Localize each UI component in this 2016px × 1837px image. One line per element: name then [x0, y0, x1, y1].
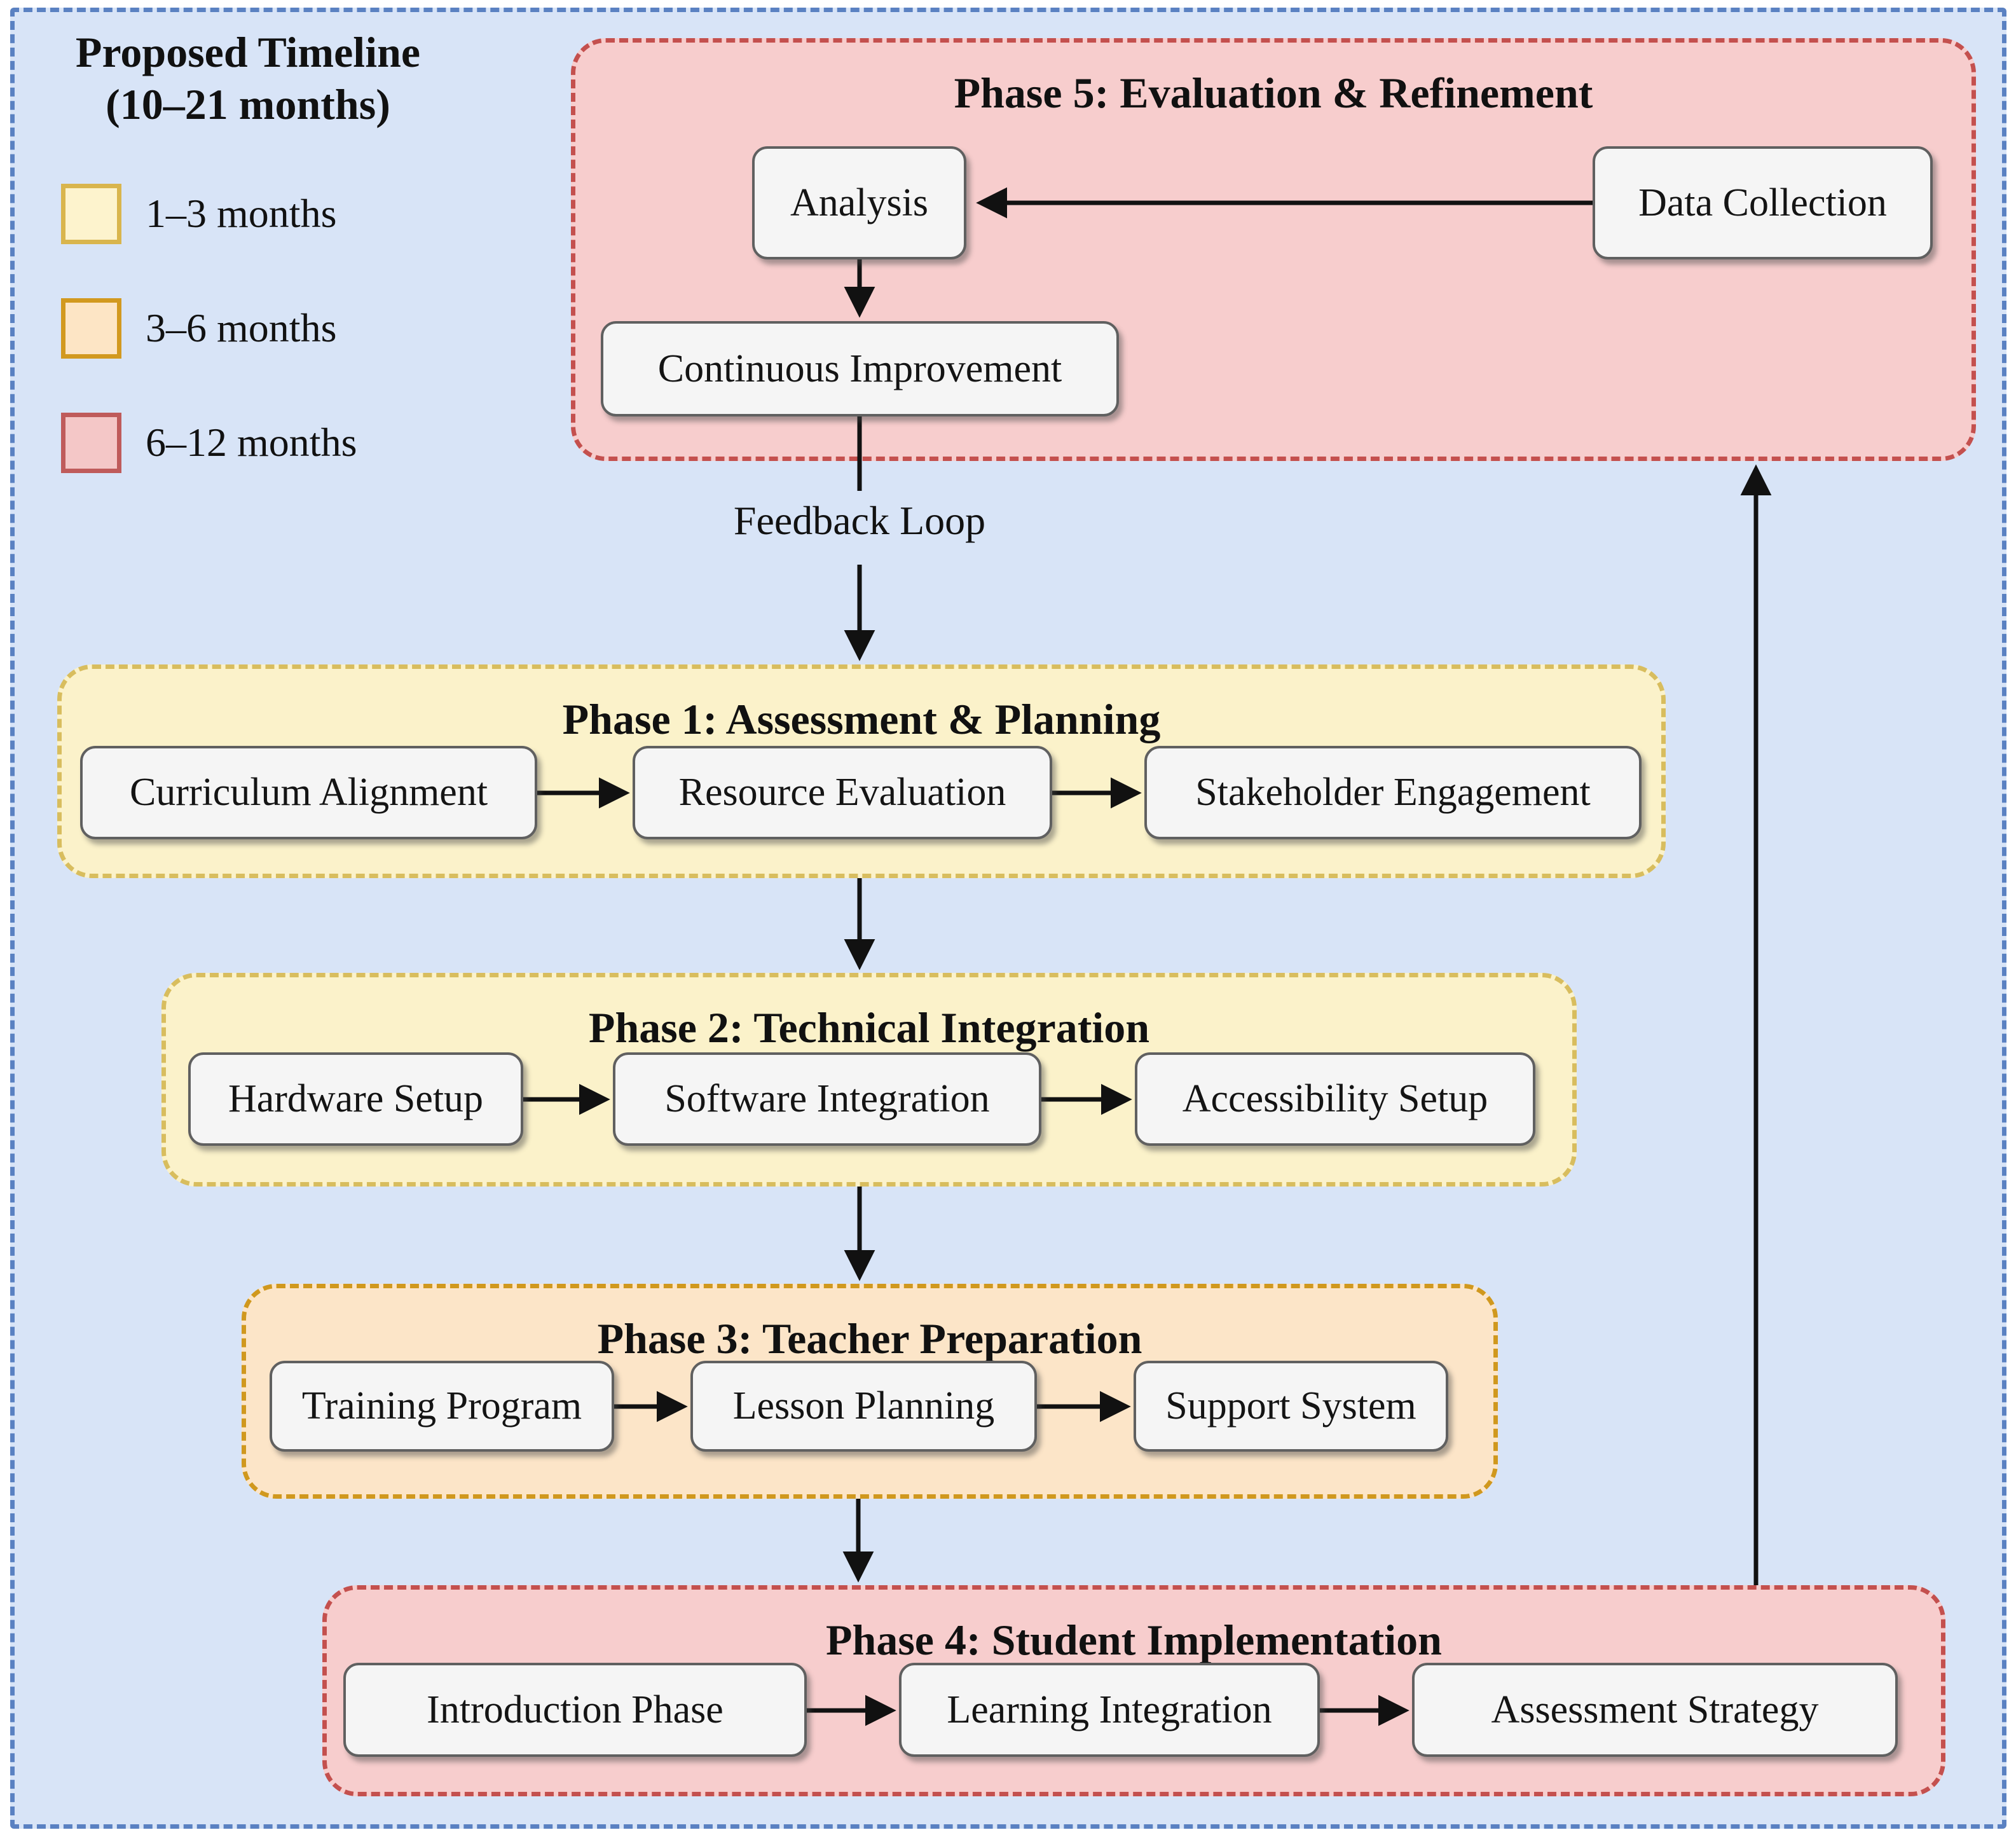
phase-5-title: Phase 5: Evaluation & Refinement: [954, 69, 1593, 117]
node-label: Assessment Strategy: [1491, 1688, 1819, 1731]
legend-swatch-pink: [61, 412, 121, 473]
feedback-loop-label: Feedback Loop: [733, 498, 986, 543]
legend-item-label: 3–6 months: [146, 305, 337, 350]
node-support-system: Support System: [1134, 1361, 1448, 1452]
legend-item-label: 6–12 months: [146, 420, 357, 465]
node-resource-evaluation: Resource Evaluation: [633, 746, 1052, 839]
legend-title: Proposed Timeline (10–21 months): [38, 27, 458, 130]
node-hardware-setup: Hardware Setup: [188, 1052, 523, 1146]
node-label: Analysis: [790, 181, 928, 224]
node-stakeholder-engagement: Stakeholder Engagement: [1144, 746, 1642, 839]
node-software-integration: Software Integration: [613, 1052, 1041, 1146]
node-label: Curriculum Alignment: [129, 771, 488, 814]
node-label: Data Collection: [1638, 181, 1887, 224]
phase-4-title: Phase 4: Student Implementation: [825, 1616, 1443, 1664]
node-label: Resource Evaluation: [678, 771, 1006, 814]
node-label: Continuous Improvement: [657, 347, 1062, 390]
node-lesson-planning: Lesson Planning: [690, 1361, 1037, 1452]
node-label: Hardware Setup: [228, 1077, 484, 1120]
legend-item-label: 1–3 months: [146, 191, 337, 236]
node-label: Introduction Phase: [427, 1688, 723, 1731]
node-introduction-phase: Introduction Phase: [343, 1663, 807, 1757]
node-curriculum-alignment: Curriculum Alignment: [80, 746, 537, 839]
node-continuous-improvement: Continuous Improvement: [601, 321, 1119, 416]
node-learning-integration: Learning Integration: [899, 1663, 1320, 1757]
node-label: Learning Integration: [947, 1688, 1272, 1731]
node-label: Training Program: [301, 1384, 582, 1428]
node-label: Accessibility Setup: [1182, 1077, 1488, 1120]
legend-title-line1: Proposed Timeline: [75, 28, 421, 76]
node-data-collection: Data Collection: [1593, 146, 1933, 259]
node-training-program: Training Program: [270, 1361, 614, 1452]
node-assessment-strategy: Assessment Strategy: [1412, 1663, 1898, 1757]
node-label: Stakeholder Engagement: [1195, 771, 1591, 814]
node-accessibility-setup: Accessibility Setup: [1135, 1052, 1535, 1146]
legend-swatch-orange: [61, 298, 121, 359]
phase-1-title: Phase 1: Assessment & Planning: [562, 695, 1161, 743]
phase-2-title: Phase 2: Technical Integration: [588, 1003, 1150, 1052]
node-analysis: Analysis: [752, 146, 966, 259]
legend-title-line2: (10–21 months): [106, 79, 390, 128]
legend-item-6-12-months: 6–12 months: [61, 412, 357, 473]
node-label: Support System: [1165, 1384, 1416, 1428]
node-label: Lesson Planning: [732, 1384, 995, 1428]
legend-item-1-3-months: 1–3 months: [61, 183, 336, 244]
legend-swatch-yellow: [61, 183, 121, 244]
phase-3-title: Phase 3: Teacher Preparation: [597, 1314, 1142, 1363]
legend-item-3-6-months: 3–6 months: [61, 298, 336, 359]
node-label: Software Integration: [664, 1077, 990, 1120]
